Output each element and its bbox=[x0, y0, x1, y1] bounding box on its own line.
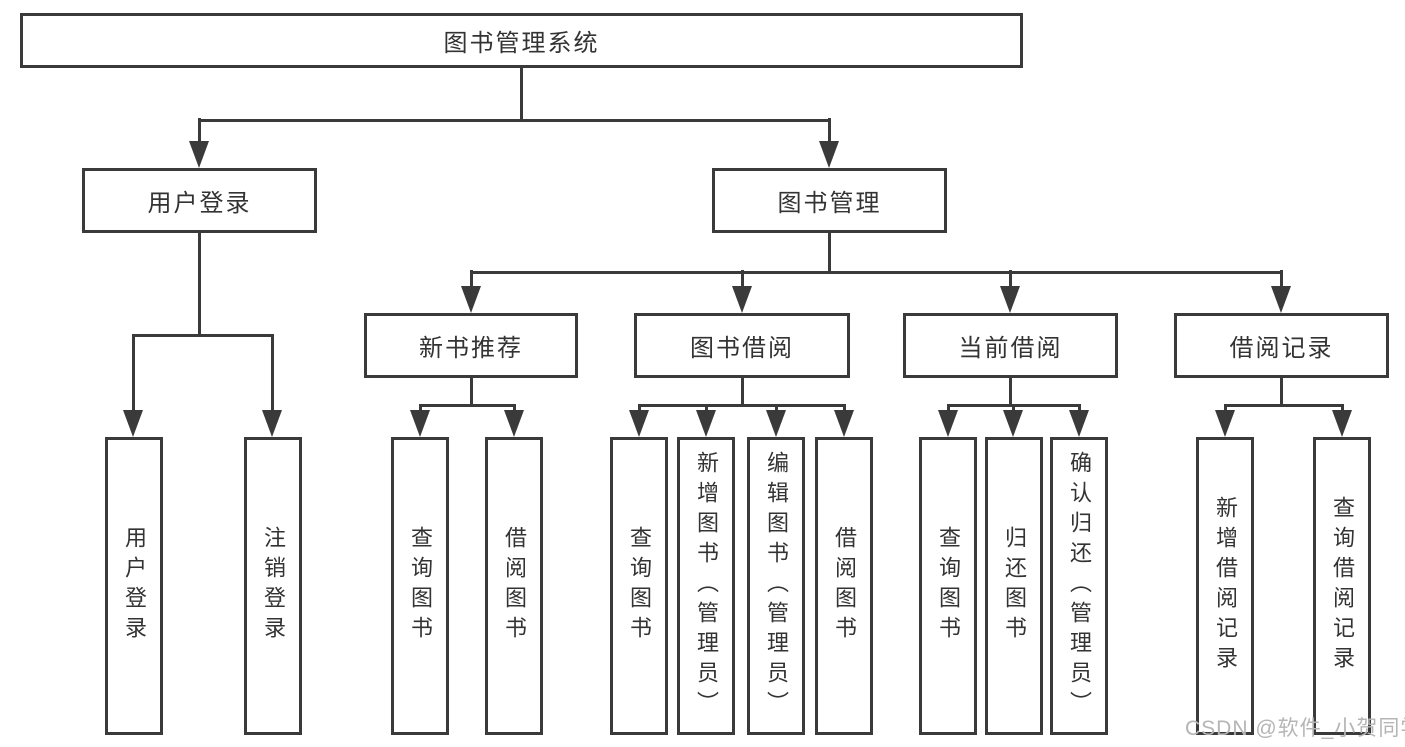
arrowhead-down-icon bbox=[410, 410, 430, 437]
connector-line bbox=[1279, 270, 1283, 292]
node-leaf-edit-book-admin: 编辑图书（管理员） bbox=[747, 437, 805, 735]
arrowhead-down-icon bbox=[819, 141, 839, 168]
node-leaf-logout: 注销登录 bbox=[244, 437, 302, 735]
arrowhead-down-icon bbox=[1271, 286, 1291, 313]
node-leaf-query-book-borrow: 查询图书 bbox=[610, 437, 668, 735]
arrowhead-down-icon bbox=[189, 141, 209, 168]
node-user-login: 用户登录 bbox=[82, 168, 317, 233]
node-current-borrow: 当前借阅 bbox=[903, 313, 1118, 378]
connector-line bbox=[1279, 378, 1283, 407]
arrowhead-down-icon bbox=[504, 410, 524, 437]
node-leaf-query-book-recommend: 查询图书 bbox=[391, 437, 449, 735]
node-leaf-borrow-book: 借阅图书 bbox=[815, 437, 873, 735]
connector-line bbox=[131, 334, 135, 416]
node-leaf-query-book-current: 查询图书 bbox=[919, 437, 977, 735]
connector-line bbox=[270, 334, 274, 416]
node-borrow-records: 借阅记录 bbox=[1174, 313, 1389, 378]
connector-line bbox=[946, 403, 1081, 407]
connector-line bbox=[1008, 378, 1012, 407]
connector-line bbox=[418, 403, 516, 407]
connector-line bbox=[827, 118, 831, 146]
connector-line bbox=[637, 403, 846, 407]
node-leaf-add-borrow-record: 新增借阅记录 bbox=[1196, 437, 1254, 735]
arrowhead-down-icon bbox=[629, 410, 649, 437]
node-leaf-confirm-return-admin: 确认归还（管理员） bbox=[1050, 437, 1108, 735]
arrowhead-down-icon bbox=[123, 410, 143, 437]
node-leaf-query-borrow-record: 查询借阅记录 bbox=[1313, 437, 1371, 735]
node-library-system: 图书管理系统 bbox=[20, 13, 1023, 68]
connector-line bbox=[519, 68, 523, 120]
node-leaf-return-book: 归还图书 bbox=[985, 437, 1043, 735]
node-book-management: 图书管理 bbox=[712, 168, 947, 233]
node-book-borrow: 图书借阅 bbox=[634, 313, 850, 378]
arrowhead-down-icon bbox=[461, 286, 481, 313]
connector-line bbox=[197, 118, 201, 146]
connector-line bbox=[197, 233, 201, 337]
connector-line bbox=[827, 233, 831, 273]
arrowhead-down-icon bbox=[262, 410, 282, 437]
arrowhead-down-icon bbox=[834, 410, 854, 437]
connector-line bbox=[469, 270, 473, 292]
connector-line bbox=[197, 118, 831, 122]
arrowhead-down-icon bbox=[696, 410, 716, 437]
node-leaf-user-login: 用户登录 bbox=[105, 437, 163, 735]
arrowhead-down-icon bbox=[1332, 410, 1352, 437]
connector-line bbox=[469, 270, 1283, 274]
node-new-book-recommend: 新书推荐 bbox=[364, 313, 578, 378]
arrowhead-down-icon bbox=[938, 410, 958, 437]
arrowhead-down-icon bbox=[1215, 410, 1235, 437]
arrowhead-down-icon bbox=[1069, 410, 1089, 437]
node-leaf-add-book-admin: 新增图书（管理员） bbox=[677, 437, 735, 735]
arrowhead-down-icon bbox=[1003, 410, 1023, 437]
connector-line bbox=[1223, 403, 1344, 407]
node-leaf-borrow-book-recommend: 借阅图书 bbox=[485, 437, 543, 735]
connector-line bbox=[131, 333, 274, 337]
arrowhead-down-icon bbox=[766, 410, 786, 437]
connector-line bbox=[740, 270, 744, 292]
watermark: CSDN @软件_小贺同学 bbox=[1185, 717, 1405, 740]
connector-line bbox=[469, 378, 473, 407]
connector-line bbox=[740, 378, 744, 407]
arrowhead-down-icon bbox=[732, 286, 752, 313]
connector-line bbox=[1008, 270, 1012, 292]
arrowhead-down-icon bbox=[1000, 286, 1020, 313]
